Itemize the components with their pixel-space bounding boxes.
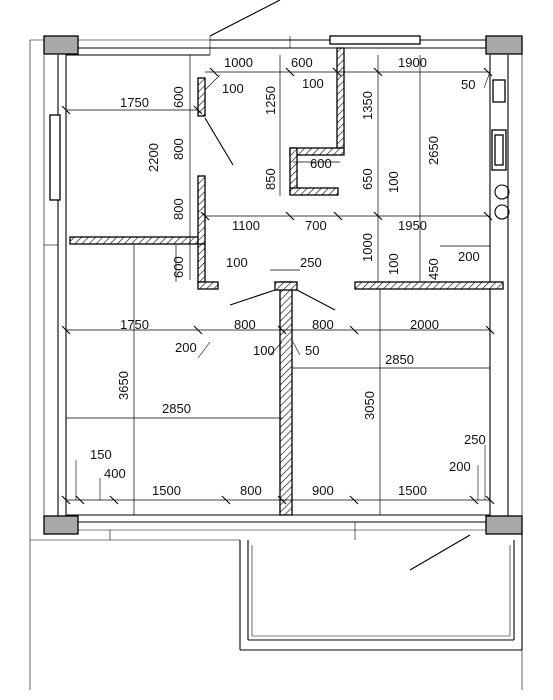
column-bottom-left (43, 515, 79, 535)
dim-label: 1500 (398, 483, 427, 498)
dim-label: 650 (360, 168, 375, 190)
dim-label: 1100 (232, 218, 260, 233)
dim-label: 100 (226, 255, 248, 270)
column-bottom-right (485, 515, 523, 535)
dim-label: 1000 (224, 55, 253, 70)
dim-label: 250 (300, 255, 322, 270)
dim-label: 3650 (116, 371, 131, 400)
dim-label: 250 (464, 432, 486, 447)
dim-label: 200 (175, 340, 197, 355)
dimension-labels: 1000 600 1900 100 100 50 1750 600 1250 1… (90, 55, 486, 498)
dim-label: 3050 (362, 391, 377, 420)
dim-label: 2000 (410, 317, 439, 332)
column-top-left (43, 35, 79, 55)
dim-label: 450 (426, 258, 441, 280)
wall-vertical-center (279, 281, 293, 516)
dim-label: 800 (171, 138, 186, 160)
dim-label: 800 (312, 317, 334, 332)
dim-label: 800 (234, 317, 256, 332)
dim-label: 1000 (360, 233, 375, 262)
dim-label: 200 (449, 459, 471, 474)
wall-fittings-left (49, 114, 61, 201)
dim-label: 2200 (146, 143, 161, 172)
dim-label: 2650 (426, 136, 441, 165)
dim-label: 2850 (162, 401, 191, 416)
dim-label: 800 (171, 198, 186, 220)
column-top-right (485, 35, 523, 55)
dim-label: 1250 (263, 86, 278, 115)
wall-niche (336, 47, 345, 149)
entrance-door (209, 0, 421, 55)
dim-label: 1900 (398, 55, 427, 70)
balcony (109, 522, 523, 651)
dim-label: 600 (171, 86, 186, 108)
wall-horizontal-right (354, 281, 504, 290)
dim-label: 50 (305, 343, 319, 358)
dim-label: 1350 (360, 91, 375, 120)
dim-label: 100 (253, 343, 275, 358)
dim-label: 800 (240, 483, 262, 498)
wall-vertical-upper (197, 77, 206, 117)
dim-label: 400 (104, 466, 126, 481)
door-swings (204, 117, 336, 311)
dim-label: 50 (461, 77, 475, 92)
dim-label: 2850 (385, 352, 414, 367)
dim-label: 600 (291, 55, 313, 70)
dim-label: 600 (171, 256, 186, 278)
dim-label: 100 (302, 76, 324, 91)
dim-label: 150 (90, 447, 112, 462)
dim-label: 850 (263, 168, 278, 190)
dim-label: 900 (312, 483, 334, 498)
wall-horizontal-left (69, 236, 199, 245)
dim-label: 700 (305, 218, 327, 233)
outer-walls (29, 39, 523, 690)
dim-label: 100 (386, 253, 401, 275)
dim-label: 1500 (152, 483, 181, 498)
dim-label: 1750 (120, 317, 149, 332)
dimension-lines (61, 55, 495, 515)
wall-fittings-right (491, 79, 510, 220)
dim-label: 200 (458, 249, 480, 264)
dim-label: 600 (310, 156, 332, 171)
dim-label: 100 (386, 171, 401, 193)
dim-label: 100 (222, 81, 244, 96)
dim-label: 1750 (120, 95, 149, 110)
dim-label: 1950 (398, 218, 427, 233)
